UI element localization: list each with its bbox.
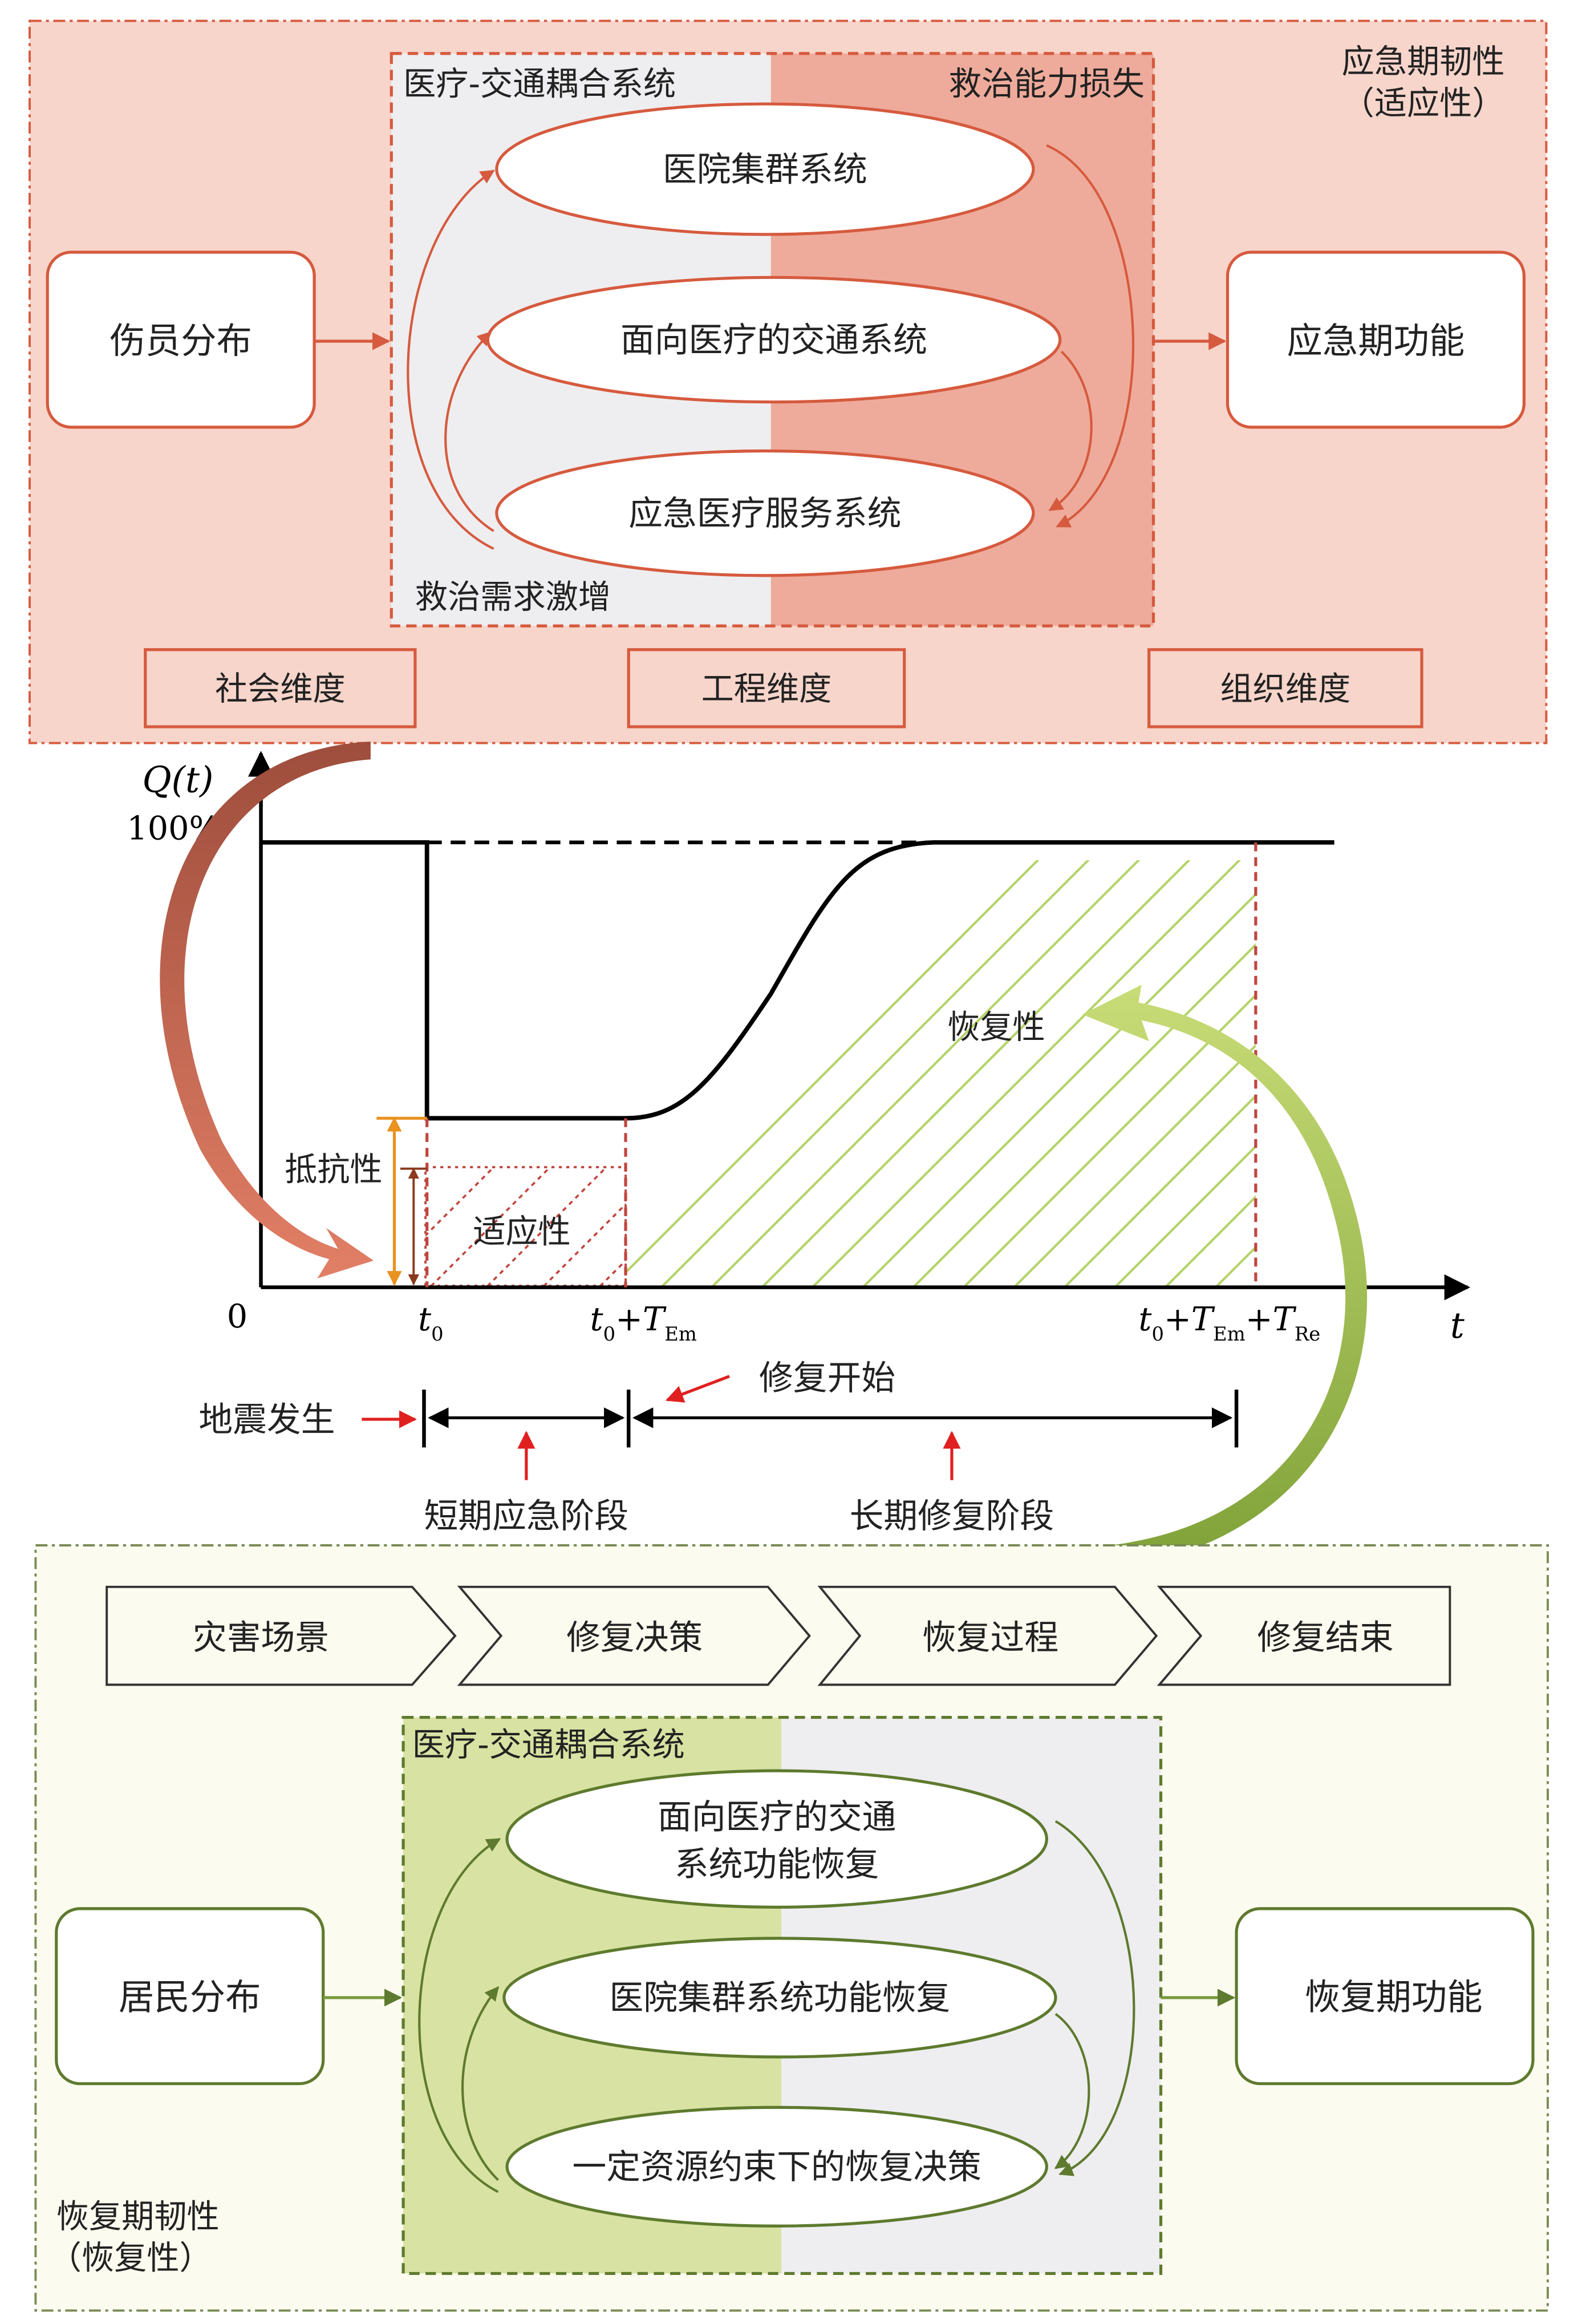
bottom-loop-arrow-inner-left	[461, 1986, 500, 2181]
earthquake-label: 地震发生	[198, 1400, 335, 1440]
adaptability-label: 适应性	[473, 1213, 571, 1251]
resistance-label: 抵抗性	[285, 1151, 383, 1188]
y-axis-label: Q(t)	[143, 759, 214, 800]
social-dimension-label: 社会维度	[215, 670, 346, 708]
performance-curve	[261, 840, 1334, 1121]
traffic-recovery-label-2: 系统功能恢复	[675, 1845, 879, 1885]
x-tick-t0-TEm-sub2: Em	[664, 1323, 697, 1345]
timeline: 地震发生 修复开始 短期应急阶段 长期修复阶段	[198, 1359, 1239, 1536]
loop-arrow-inner-right	[1048, 350, 1093, 512]
emergency-corner-label-2: （适应性）	[1342, 84, 1505, 122]
bottom-loop-arrow-inner-right	[1054, 2013, 1090, 2169]
traffic-recovery-label-1: 面向医疗的交通	[658, 1798, 896, 1837]
long-phase-label: 长期修复阶段	[850, 1497, 1054, 1536]
recovery-panel: 灾害场景 修复决策 恢复过程 修复结束 医疗-交通耦合系统 居民分布 恢复期功能…	[34, 1544, 1549, 2312]
social-dimension-box	[144, 648, 417, 728]
loop-arrow-inner-left	[444, 331, 494, 532]
x-tick-t0: t0	[418, 1301, 443, 1345]
x-tick-t0-TEm-TRe-sub: 0	[1151, 1323, 1164, 1345]
x-tick-t0-TEm-base: t	[590, 1301, 604, 1338]
medical-traffic-label: 面向医疗的交通系统	[620, 321, 927, 360]
emergency-panel: 应急期韧性 （适应性） 医疗-交通耦合系统 救治能力损失 救治需求激增 伤员分布…	[29, 19, 1548, 744]
recovery-hatch-area	[626, 830, 1256, 1286]
repair-start-label: 修复开始	[759, 1359, 895, 1398]
demand-surge-label: 救治需求激增	[415, 578, 611, 616]
recovery-function-box	[1235, 1907, 1535, 2086]
x-tick-t0-TEm-TRe-plus2: +T	[1246, 1301, 1297, 1338]
stage-repair-end	[1157, 1585, 1451, 1686]
stage-disaster-scenario-label: 灾害场景	[193, 1618, 329, 1658]
stage-repair-decision-label: 修复决策	[566, 1618, 703, 1658]
top-to-chart-curved-arrow	[160, 742, 374, 1279]
hospital-cluster-ellipse	[495, 102, 1035, 236]
stage-repair-end-label: 修复结束	[1257, 1618, 1393, 1658]
emergency-function-box	[1226, 250, 1526, 429]
engineering-dimension-box	[627, 648, 906, 728]
resilience-curve-chart: 抵抗性 适应性 恢复性 Q(t) 100% 0 t t0 t0+TEm t0+T…	[127, 742, 1471, 1572]
x-tick-t0-TEm-sub: 0	[603, 1323, 616, 1345]
traffic-recovery-ellipse	[505, 1769, 1048, 1909]
bottom-coupled-frame	[401, 1715, 1163, 2276]
capacity-loss-label: 救治能力损失	[949, 66, 1145, 103]
hospital-recovery-label: 医院集群系统功能恢复	[609, 1979, 950, 2018]
organization-dimension-box	[1147, 648, 1423, 728]
recovery-label: 恢复性	[947, 1009, 1045, 1046]
organization-dimension-label: 组织维度	[1220, 670, 1350, 708]
x-tick-t0-base: t	[418, 1301, 432, 1338]
short-phase-label: 短期应急阶段	[424, 1497, 629, 1536]
x-tick-t0-TEm-TRe-plus1: +T	[1164, 1301, 1215, 1338]
loop-arrow-outer-left	[407, 169, 495, 550]
bottom-coupled-title: 医疗-交通耦合系统	[412, 1726, 685, 1764]
recovery-corner-label-2: （恢复性）	[49, 2240, 212, 2277]
recovery-decision-label: 一定资源约束下的恢复决策	[573, 2148, 981, 2187]
hatch-curve-mask	[626, 830, 1256, 1119]
top-coupled-title: 医疗-交通耦合系统	[403, 66, 676, 103]
x-tick-t0-TEm-TRe-sub3: Re	[1295, 1323, 1320, 1345]
emergency-corner-label-1: 应急期韧性	[1342, 43, 1505, 81]
engineering-dimension-label: 工程维度	[701, 670, 832, 708]
hospital-recovery-ellipse	[502, 1937, 1057, 2059]
x-tick-t0-TEm-TRe: t0+TEm+TRe	[1139, 1301, 1321, 1345]
injured-distribution-label: 伤员分布	[109, 320, 252, 362]
x-tick-t0-TEm-TRe-base: t	[1139, 1301, 1153, 1338]
emergency-function-label: 应急期功能	[1287, 320, 1465, 362]
bottom-to-chart-curved-arrow	[1070, 985, 1368, 1572]
loop-arrow-outer-right	[1046, 144, 1135, 528]
bottom-loop-arrow-outer-left	[418, 1837, 501, 2193]
repair-start-marker-arrow	[665, 1375, 730, 1403]
x-tick-t0-sub: 0	[431, 1323, 444, 1345]
bottom-loop-arrow-outer-right	[1054, 1820, 1135, 2176]
x-tick-t0-TEm: t0+TEm	[590, 1301, 697, 1345]
hospital-cluster-label: 医院集群系统	[663, 150, 867, 189]
recovery-hatch-lines	[626, 830, 1256, 1286]
y-axis-label-text: Q(t)	[143, 759, 214, 800]
ems-label: 应急医疗服务系统	[628, 494, 901, 533]
ems-ellipse	[495, 449, 1035, 577]
stage-recovery-process	[817, 1585, 1158, 1686]
x-tick-t0-TEm-TRe-sub2: Em	[1213, 1323, 1246, 1345]
recovery-corner-label-1: 恢复期韧性	[56, 2198, 220, 2236]
x-tick-t0-TEm-plus: +T	[615, 1301, 667, 1338]
recovery-decision-ellipse	[505, 2106, 1048, 2228]
recovery-function-label: 恢复期功能	[1305, 1977, 1483, 2018]
resident-distribution-label: 居民分布	[119, 1977, 261, 2018]
stage-disaster-scenario	[106, 1585, 457, 1686]
stage-recovery-process-label: 恢复过程	[922, 1618, 1058, 1658]
origin-label: 0	[227, 1298, 248, 1335]
x-axis-label: t	[1450, 1305, 1465, 1346]
stage-repair-decision	[457, 1585, 811, 1686]
